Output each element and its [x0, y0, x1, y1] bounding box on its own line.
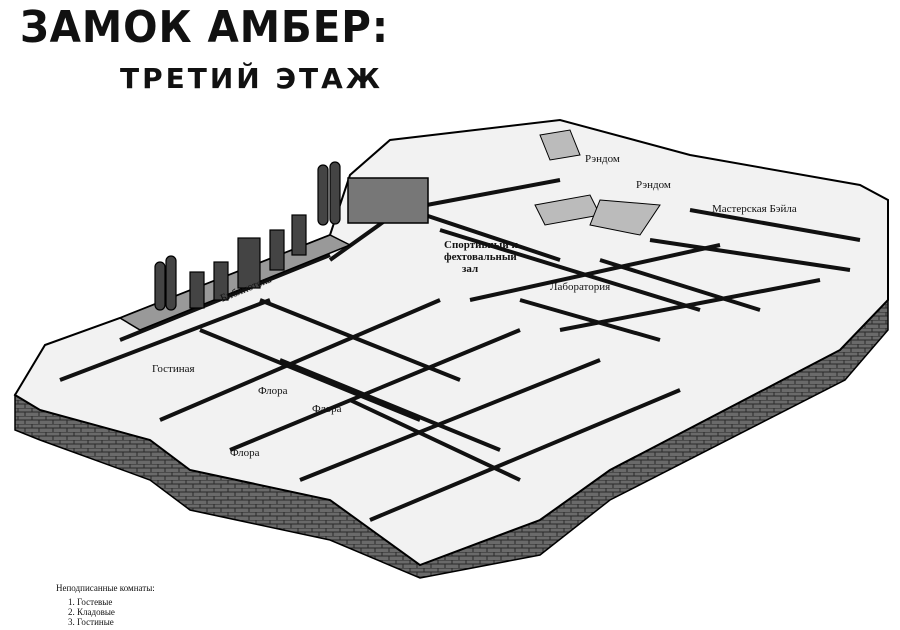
unlabeled-rooms-legend: Неподписанные комнаты: 1. Гостевые 2. Кл…: [56, 583, 155, 627]
map-title: ЗАМОК АМБЕР:: [20, 2, 389, 53]
library-stair-block: [347, 177, 429, 224]
legend-item: 2. Кладовые: [68, 607, 115, 617]
room-labels: Библиотека Спортивный и фехтовальный зал…: [152, 153, 797, 459]
label-flora-1: Флора: [258, 385, 288, 397]
label-random-1: Рэндом: [585, 153, 620, 165]
map-subtitle: ТРЕТИЙ ЭТАЖ: [120, 62, 384, 95]
legend-item: 3. Гостиные: [68, 617, 114, 627]
stairs: [534, 129, 661, 236]
legend-heading: Неподписанные комнаты:: [56, 583, 155, 593]
legend-item: 1. Гостевые: [68, 597, 113, 607]
floor-plate: [13, 118, 889, 567]
label-lounge: Гостиная: [152, 363, 195, 375]
legend-list: 1. Гостевые 2. Кладовые 3. Гостиные: [56, 597, 155, 627]
label-flora-3: Флора: [230, 447, 260, 459]
label-random-2: Рэндом: [636, 179, 671, 191]
label-laboratory: Лаборатория: [550, 281, 610, 293]
label-flora-2: Флора: [312, 403, 342, 415]
label-sports-hall-line3: зал: [462, 263, 478, 275]
label-workshop: Мастерская Бэйла: [712, 203, 797, 215]
back-wall-windows: [154, 161, 341, 311]
label-sports-hall-line1: Спортивный и: [444, 239, 518, 251]
label-sports-hall-line2: фехтовальный: [444, 251, 517, 263]
